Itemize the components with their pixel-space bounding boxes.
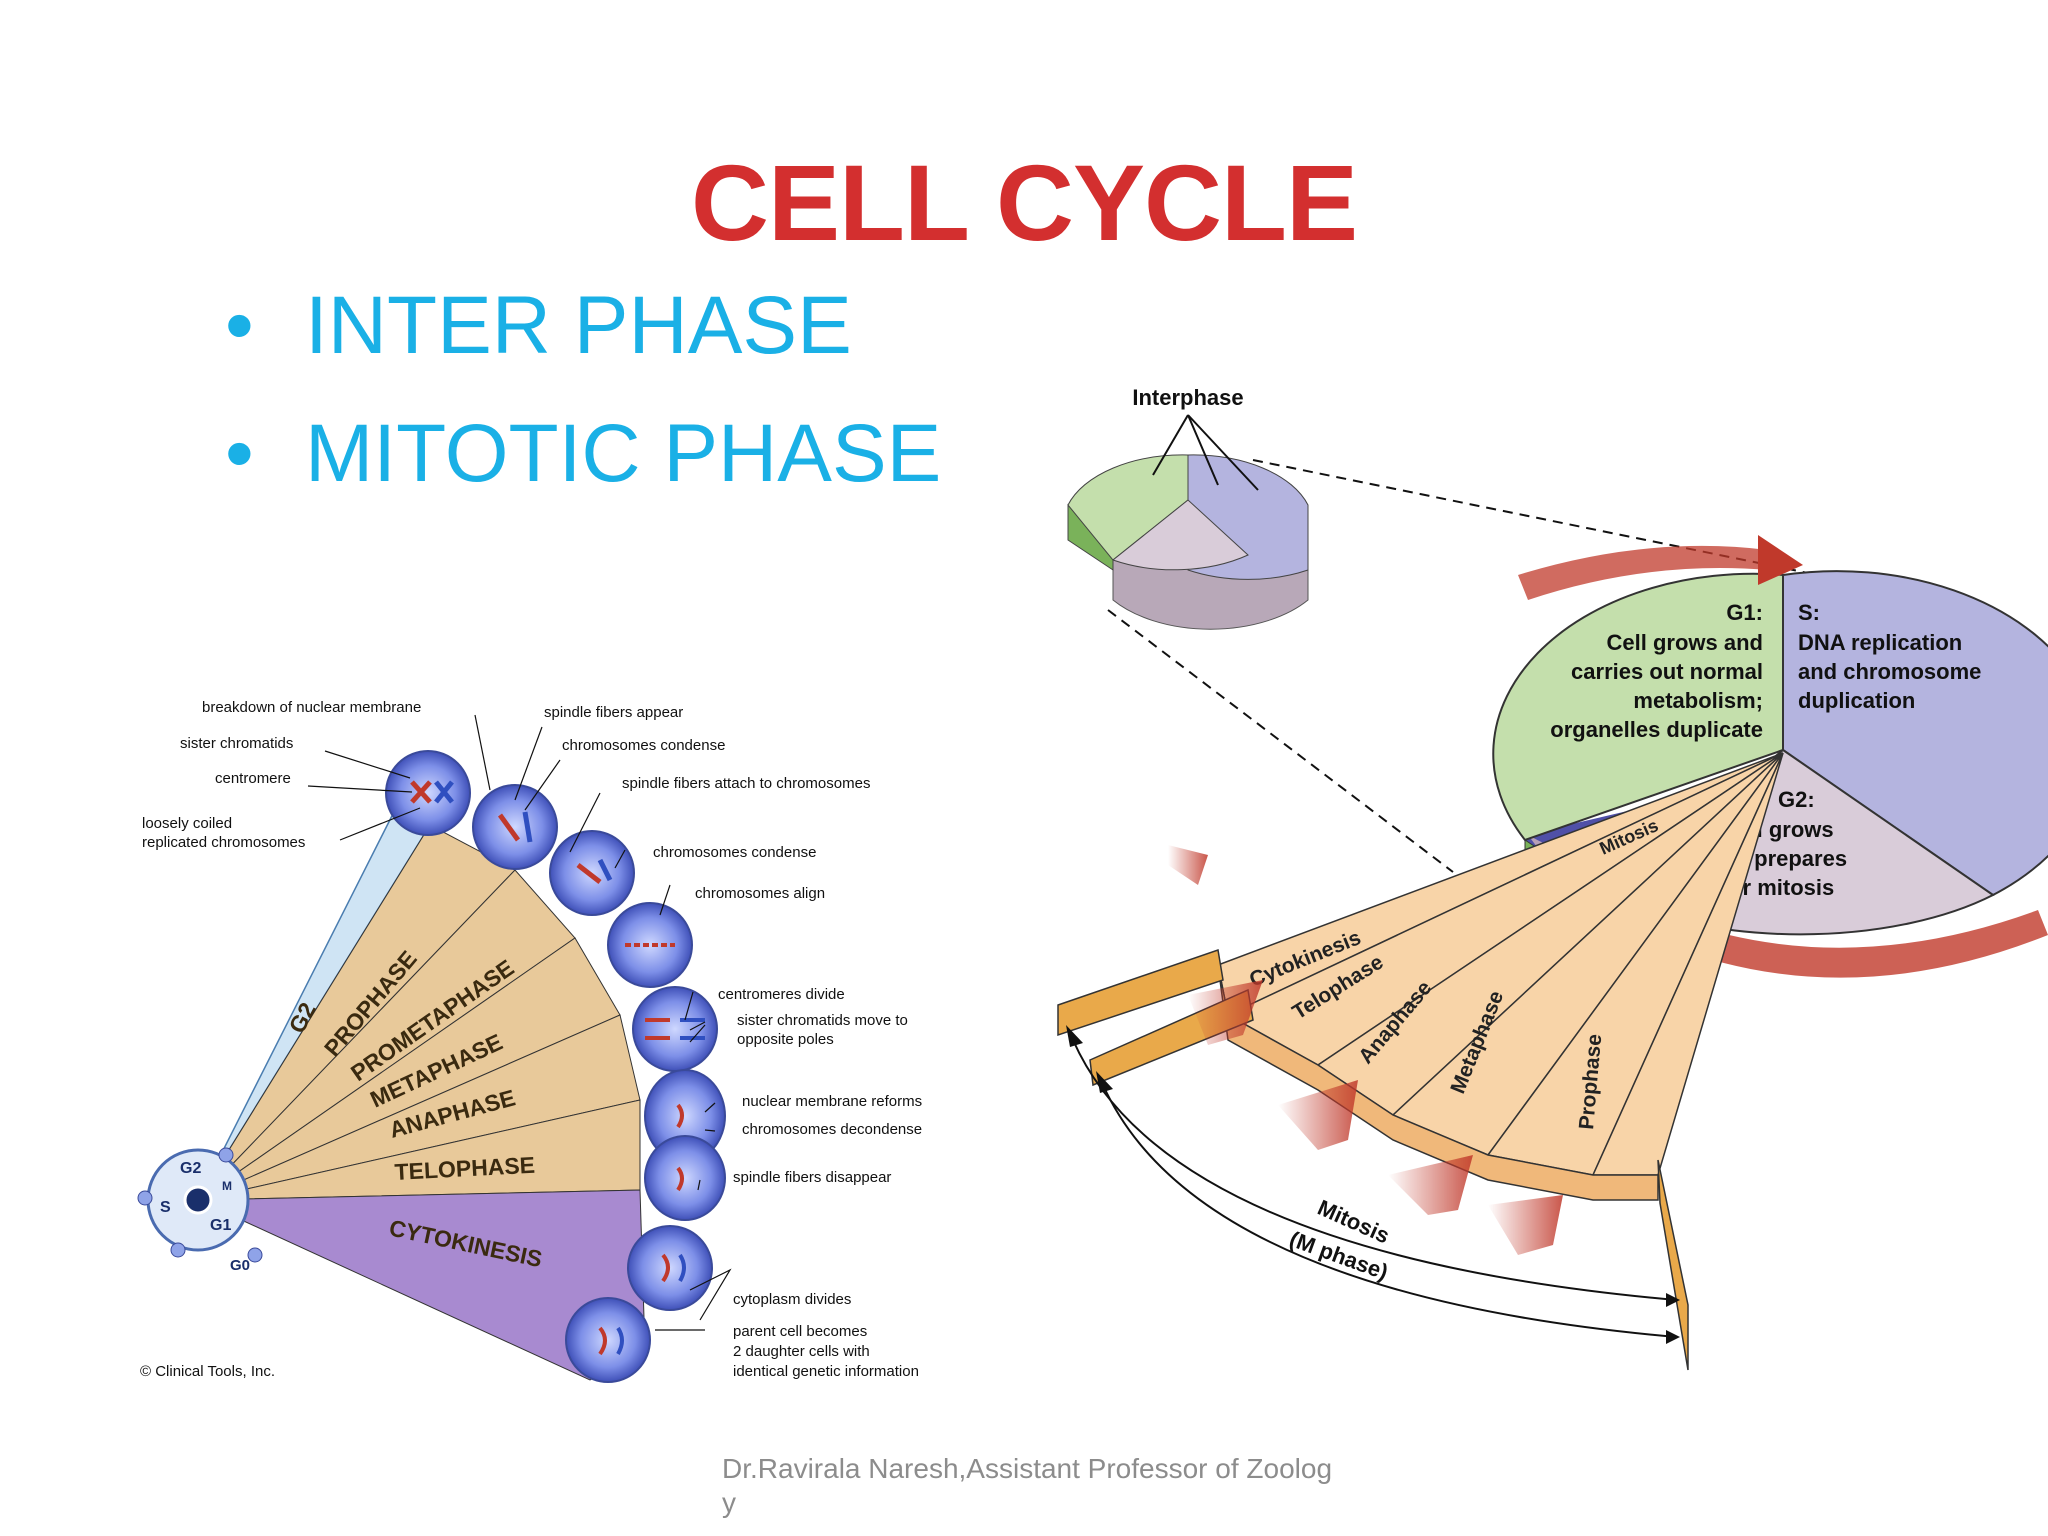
mitosis-arc-2 [1102,1084,1677,1338]
annotation-loosely-2: replicated chromosomes [142,834,305,851]
metaphase-cell [607,902,693,988]
prophase-cell [385,750,471,836]
annotation-cytoplasm: cytoplasm divides [733,1291,851,1308]
annotation-condense-2: chromosomes condense [653,844,816,861]
annotation-parent-1: parent cell becomes [733,1323,867,1340]
annotation-centromere: centromere [215,770,291,787]
mitosis-fan-diagram: G2 PROPHASE PROMETAPHASE METAPHASE ANAPH… [137,699,922,1383]
cycle-s-label: S [160,1199,171,1216]
bullet-item: • MITOTIC PHASE [225,390,941,518]
annotation-condense-1: chromosomes condense [562,737,725,754]
g1-line-3: metabolism; [1633,688,1763,713]
prometaphase-cell-2 [549,830,635,916]
g1-line-4: organelles duplicate [1550,717,1763,742]
s-line-2: and chromosome [1798,659,1981,684]
cycle-arrow-top-head [1758,535,1803,585]
g1-line-1: Cell grows and [1607,630,1763,655]
bullet-text: INTER PHASE [305,280,852,371]
cell-cycle-icon: G2 S G1 G0 M [137,1147,263,1274]
annotation-attach: spindle fibers attach to chromosomes [622,775,870,792]
cycle-g2-label: G2 [180,1160,201,1177]
annotation-breakdown: breakdown of nuclear membrane [202,699,421,716]
s-line-1: DNA replication [1798,630,1962,655]
g1-head: G1: [1726,600,1763,625]
annotation-parent-3: identical genetic information [733,1363,919,1380]
s-head: S: [1798,600,1820,625]
annotation-leaders [307,714,732,1331]
daughter-cell-2 [565,1297,651,1383]
annotation-disappear: spindle fibers disappear [733,1169,891,1186]
annotation-move-2: opposite poles [737,1031,834,1048]
mitosis-fan: Cytokinesis Telophase Anaphase Metaphase… [1057,752,1784,1371]
daughter-cell-1 [627,1225,713,1311]
cycle-g0-label: G0 [230,1257,250,1274]
copyright-text: © Clinical Tools, Inc. [140,1363,275,1380]
slide-title: CELL CYCLE [690,142,1358,263]
telophase-cell [644,1069,726,1221]
cycle-arrow-bottom [1668,910,2048,978]
annotation-centromeres-divide: centromeres divide [718,986,845,1003]
bullet-dot-icon: • [225,280,254,371]
motion-arrows [1168,845,1563,1255]
bullet-dot-icon: • [225,408,254,499]
s-line-3: duplication [1798,688,1915,713]
annotation-reforms: nuclear membrane reforms [742,1093,922,1110]
annotation-parent-2: 2 daughter cells with [733,1343,870,1360]
annotation-loosely-1: loosely coiled [142,815,232,832]
annotation-move-1: sister chromatids move to [737,1012,908,1029]
footer-credit: Dr.Ravirala Naresh,Assistant Professor o… [722,1453,1333,1518]
annotation-align: chromosomes align [695,885,825,902]
g1-line-2: carries out normal [1571,659,1763,684]
annotation-decondense: chromosomes decondense [742,1121,922,1138]
anaphase-cell [632,986,718,1072]
bullet-item: • INTER PHASE [225,262,941,390]
annotation-spindle-appear: spindle fibers appear [544,704,683,721]
cycle-m-label: M [222,1179,232,1193]
bullet-list: • INTER PHASE • MITOTIC PHASE [225,262,941,518]
cycle-g1-label: G1 [210,1217,231,1234]
prometaphase-cell [472,784,558,870]
interphase-label: Interphase [1132,385,1243,410]
bullet-text: MITOTIC PHASE [305,408,942,499]
cycle-arrow-top [1518,545,1768,600]
g2-head: G2: [1778,787,1815,812]
small-pie: Interphase [1067,385,1309,630]
cell-cycle-pie-diagram: Interphase G1: Cell grows and carries ou… [1057,385,2048,1371]
annotation-sister: sister chromatids [180,735,293,752]
